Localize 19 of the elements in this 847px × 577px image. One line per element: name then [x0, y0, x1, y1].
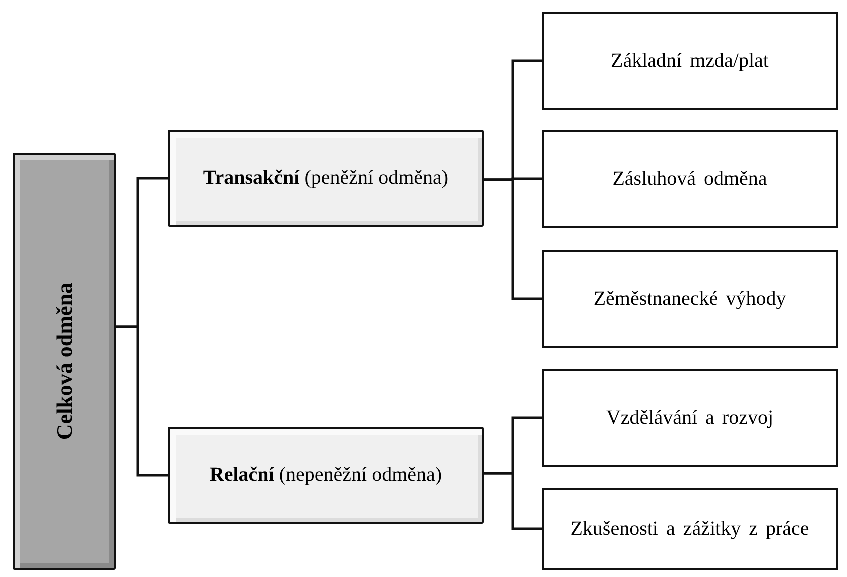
item-box: [542, 12, 838, 110]
box-label: Zěměstnanecké výhody: [594, 288, 786, 310]
box-label: Zkušenosti a zážitky z práce: [570, 518, 810, 540]
category-label: Celková odměna: [52, 282, 78, 440]
item-box: [542, 369, 838, 467]
box-label: Transakční (peněžní odměna): [203, 167, 449, 190]
connector-line: [484, 178, 542, 300]
connector-line: [484, 472, 542, 530]
connector-line: [116, 326, 168, 477]
category-bar: [13, 153, 116, 570]
box-label: Zásluhová odměna: [612, 168, 768, 190]
box-label: Základní mzda/plat: [611, 50, 769, 72]
item-box: [542, 250, 838, 348]
box-label: Relační (nepeněžní odměna): [210, 464, 442, 487]
box-label: Vzdělávání a rozvoj: [606, 406, 774, 430]
item-box: [542, 130, 838, 228]
category-box: [168, 130, 484, 227]
category-box: [168, 427, 484, 524]
item-box: [542, 488, 838, 570]
